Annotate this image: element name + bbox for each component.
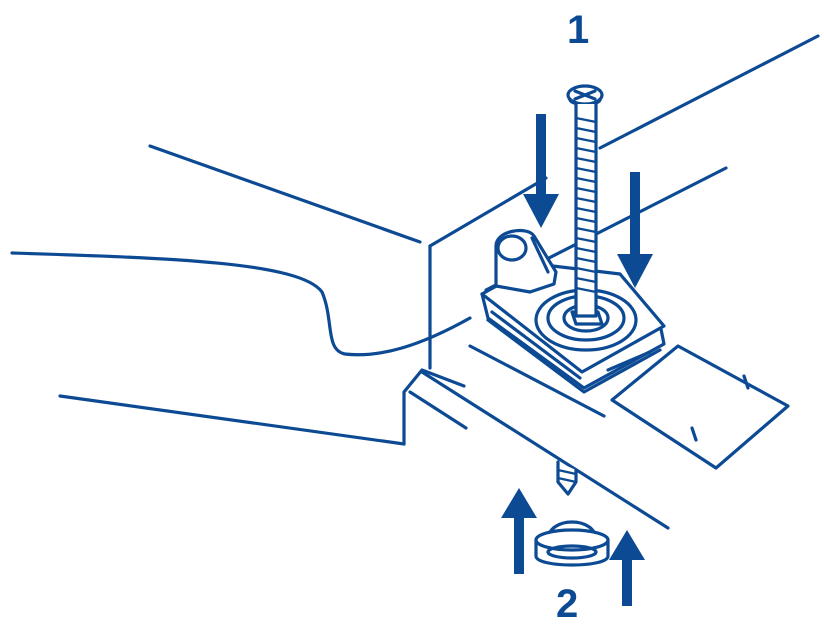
- cap-nut-icon: [536, 522, 608, 565]
- hand-outline: [12, 146, 470, 444]
- step-1-label: 1: [567, 10, 589, 50]
- countertop: [404, 346, 668, 528]
- step-2-label: 2: [556, 584, 578, 624]
